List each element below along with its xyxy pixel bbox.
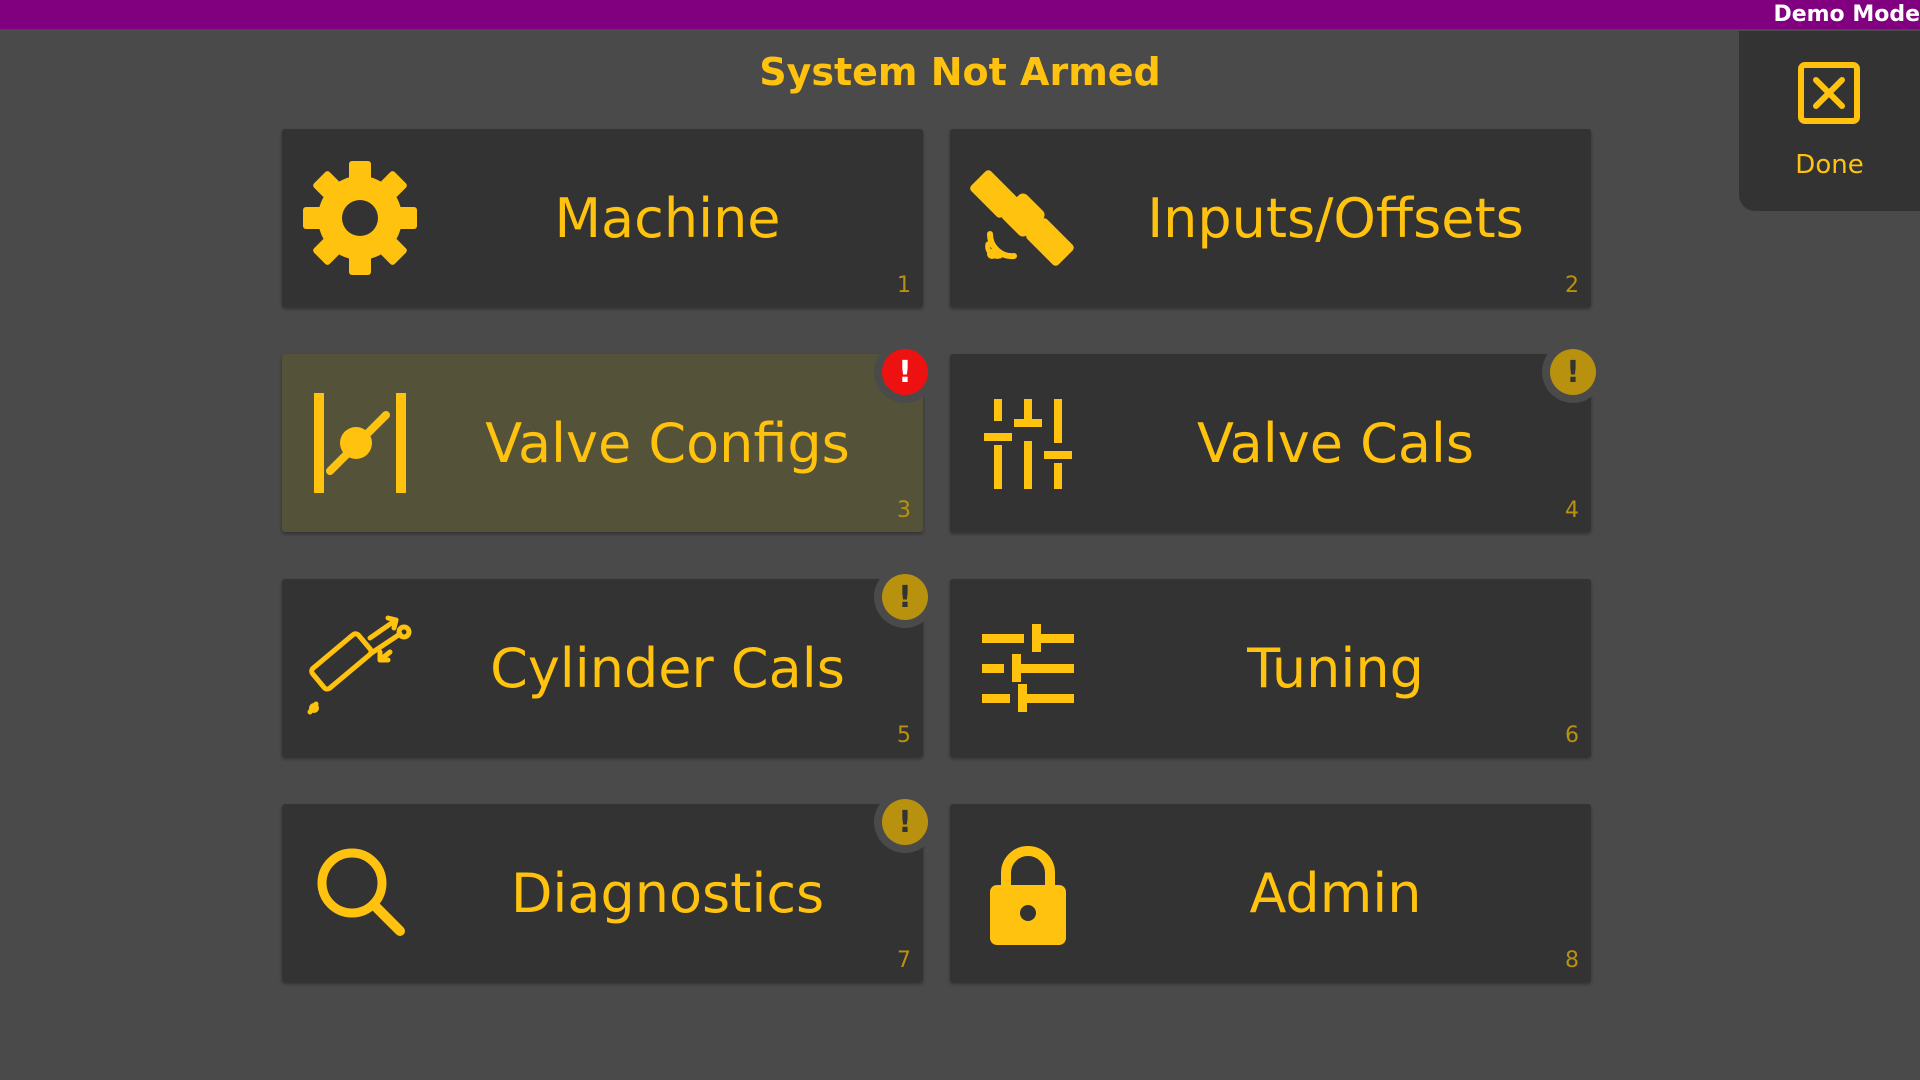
error-badge: ! xyxy=(882,349,928,395)
sliders-vertical-icon xyxy=(968,383,1088,503)
tile-label: Tuning xyxy=(1247,636,1424,700)
tile-number: 6 xyxy=(1565,723,1579,748)
demo-mode-bar: Demo Mode xyxy=(0,0,1920,29)
satellite-icon xyxy=(968,158,1088,278)
tile-tuning[interactable]: Tuning 6 xyxy=(950,579,1591,757)
demo-mode-label: Demo Mode xyxy=(1773,2,1920,27)
cylinder-icon xyxy=(300,608,420,728)
warning-badge: ! xyxy=(882,799,928,845)
tile-number: 2 xyxy=(1565,273,1579,298)
warning-badge-ring: ! xyxy=(1542,341,1604,403)
done-label: Done xyxy=(1795,150,1864,180)
tile-valve-cals[interactable]: Valve Cals 4 ! xyxy=(950,341,1604,532)
tile-valve-configs[interactable]: Valve Configs 3 ! xyxy=(282,341,936,532)
tile-label: Valve Cals xyxy=(1196,411,1475,475)
sliders-horizontal-icon xyxy=(968,608,1088,728)
tile-number: 3 xyxy=(897,498,911,523)
tile-label: Valve Configs xyxy=(485,411,850,475)
warning-badge: ! xyxy=(882,574,928,620)
done-button[interactable]: Done xyxy=(1739,31,1920,211)
tile-number: 4 xyxy=(1565,498,1579,523)
close-box-icon xyxy=(1797,61,1861,125)
warning-badge-ring: ! xyxy=(874,791,936,853)
warning-badge-ring: ! xyxy=(874,566,936,628)
tile-admin[interactable]: Admin 8 xyxy=(950,804,1591,982)
tile-label: Admin xyxy=(1249,861,1422,925)
search-icon xyxy=(300,833,420,953)
tile-inputs-offsets[interactable]: Inputs/Offsets 2 xyxy=(950,129,1591,307)
warning-badge: ! xyxy=(1550,349,1596,395)
valve-icon xyxy=(300,383,420,503)
tile-label: Inputs/Offsets xyxy=(1147,186,1524,250)
tile-number: 7 xyxy=(897,948,911,973)
tile-cylinder-cals[interactable]: Cylinder Cals 5 ! xyxy=(282,566,936,757)
tile-number: 5 xyxy=(897,723,911,748)
tile-label: Diagnostics xyxy=(510,861,825,925)
tile-label: Machine xyxy=(554,186,781,250)
lock-icon xyxy=(968,833,1088,953)
system-status-title: System Not Armed xyxy=(759,50,1161,94)
tile-number: 8 xyxy=(1565,948,1579,973)
tile-machine[interactable]: Machine 1 xyxy=(282,129,923,307)
tile-diagnostics[interactable]: Diagnostics 7 ! xyxy=(282,791,936,982)
error-badge-ring: ! xyxy=(874,341,936,403)
tile-number: 1 xyxy=(897,273,911,298)
gear-icon xyxy=(300,158,420,278)
tile-label: Cylinder Cals xyxy=(490,636,845,700)
